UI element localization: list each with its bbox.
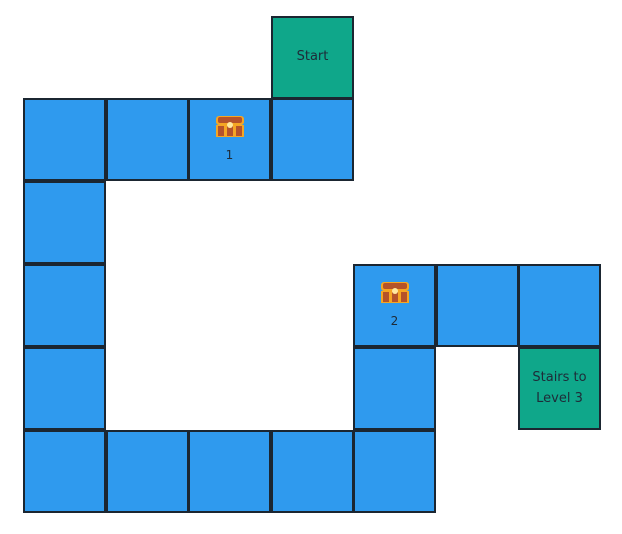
path-cell (106, 430, 189, 513)
treasure-chest-icon (380, 280, 410, 304)
path-cell (23, 98, 106, 181)
path-cell (518, 264, 601, 347)
start-label: Start (296, 49, 329, 65)
stairs-cell: Stairs to Level 3 (518, 347, 601, 430)
path-cell (436, 264, 519, 347)
path-cell (23, 430, 106, 513)
chest-cell-1: 1 (188, 98, 271, 181)
chest-cell-2: 2 (353, 264, 436, 347)
start-cell: Start (271, 16, 354, 99)
treasure-chest-icon (215, 114, 245, 138)
path-cell (188, 430, 271, 513)
path-cell (23, 347, 106, 430)
path-cell (23, 264, 106, 347)
path-cell (353, 347, 436, 430)
chest-label: 1 (225, 148, 234, 163)
stairs-label: Stairs to Level 3 (532, 370, 587, 406)
path-cell (353, 430, 436, 513)
path-cell (271, 430, 354, 513)
chest-label: 2 (390, 314, 399, 329)
path-cell (271, 98, 354, 181)
path-cell (23, 181, 106, 264)
path-cell (106, 98, 189, 181)
